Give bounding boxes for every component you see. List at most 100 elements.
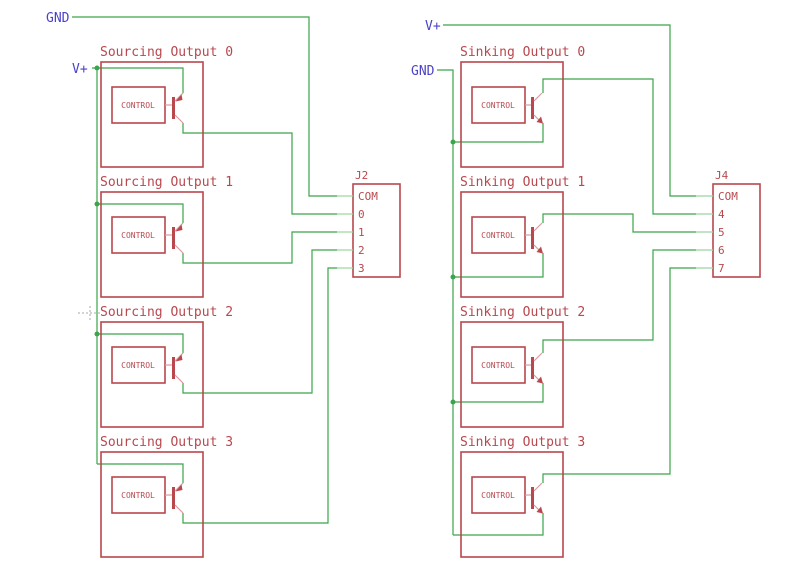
emitter-lead bbox=[174, 222, 184, 232]
collector-lead bbox=[174, 244, 184, 254]
connector-ref: J4 bbox=[715, 169, 729, 182]
block-title: Sinking Output 1 bbox=[460, 175, 585, 190]
control-label: CONTROL bbox=[121, 231, 155, 240]
wire-sinking0-to-j4-pin4 bbox=[542, 78, 696, 215]
crosshair-artifact bbox=[78, 306, 102, 320]
pin-label-3: 3 bbox=[358, 262, 365, 275]
block-title: Sinking Output 0 bbox=[460, 45, 585, 60]
pin-label-7: 7 bbox=[718, 262, 725, 275]
pin-label-5: 5 bbox=[718, 226, 725, 239]
pnp-transistor bbox=[165, 482, 184, 514]
control-label: CONTROL bbox=[481, 491, 515, 500]
pin-label-6: 6 bbox=[718, 244, 725, 257]
collector-lead bbox=[533, 352, 543, 362]
transistor-bar bbox=[531, 97, 534, 119]
emitter-arrow bbox=[175, 94, 183, 102]
wire-sinking2-to-j4-pin6 bbox=[542, 249, 696, 353]
sourcing-block-2: Sourcing Output 2 CONTROL bbox=[100, 305, 233, 428]
transistor-bar bbox=[531, 357, 534, 379]
control-label: CONTROL bbox=[481, 361, 515, 370]
wire-sourcing0-to-j2-pin0 bbox=[182, 123, 337, 215]
sinking-block-1: Sinking Output 1 CONTROL bbox=[460, 175, 585, 298]
net-label-gnd-left: GND bbox=[46, 11, 70, 26]
wire-vplus-entry-sourcing1 bbox=[97, 203, 184, 223]
collector-lead bbox=[174, 114, 184, 124]
block-outline bbox=[460, 61, 564, 168]
emitter-arrow bbox=[536, 246, 543, 254]
connector-ref: J2 bbox=[355, 169, 368, 182]
block-title: Sinking Output 2 bbox=[460, 305, 585, 320]
connector-outline bbox=[352, 183, 401, 278]
emitter-lead bbox=[174, 482, 184, 492]
wire-gnd-vertical-rail bbox=[437, 69, 454, 535]
wire-sourcing2-to-j2-pin2 bbox=[182, 249, 337, 394]
net-label-vplus-right: V+ bbox=[425, 19, 441, 34]
block-outline bbox=[100, 321, 204, 428]
wire-vplus-entry-sourcing3 bbox=[97, 463, 184, 483]
emitter-arrow bbox=[536, 116, 543, 124]
block-title: Sourcing Output 2 bbox=[100, 305, 233, 320]
emitter-arrow bbox=[175, 224, 183, 232]
net-label-gnd-right: GND bbox=[411, 64, 435, 79]
junction-dot bbox=[450, 274, 456, 280]
connector-j4: J4 COM 4 5 6 7 bbox=[696, 169, 761, 278]
connector-j2: J2 COM 0 1 2 3 bbox=[337, 169, 401, 278]
pin-label-com: COM bbox=[358, 190, 378, 203]
block-title: Sinking Output 3 bbox=[460, 435, 585, 450]
control-label: CONTROL bbox=[481, 101, 515, 110]
block-outline bbox=[460, 191, 564, 298]
pin-label-1: 1 bbox=[358, 226, 365, 239]
transistor-bar bbox=[531, 227, 534, 249]
pnp-transistor bbox=[165, 352, 184, 384]
block-title: Sourcing Output 0 bbox=[100, 45, 233, 60]
block-outline bbox=[100, 451, 204, 558]
npn-transistor bbox=[525, 92, 543, 124]
junction-dot bbox=[94, 65, 100, 71]
sourcing-block-0: Sourcing Output 0 CONTROL bbox=[100, 45, 233, 168]
wire-gnd-entry-sinking2 bbox=[453, 383, 544, 403]
control-label: CONTROL bbox=[121, 361, 155, 370]
control-label: CONTROL bbox=[481, 231, 515, 240]
npn-transistor bbox=[525, 352, 543, 384]
wire-gnd-entry-sinking0 bbox=[453, 123, 544, 143]
junction-dot bbox=[94, 331, 100, 337]
emitter-arrow bbox=[536, 376, 543, 384]
wire-sourcing1-to-j2-pin1 bbox=[182, 231, 337, 264]
wire-vplus-entry-sourcing2 bbox=[97, 333, 184, 353]
pnp-transistor bbox=[165, 92, 184, 124]
collector-lead bbox=[533, 222, 543, 232]
transistor-bar bbox=[172, 227, 175, 249]
sinking-block-0: Sinking Output 0 CONTROL bbox=[460, 45, 585, 168]
emitter-lead bbox=[174, 352, 184, 362]
transistor-bar bbox=[531, 487, 534, 509]
emitter-arrow bbox=[175, 354, 183, 362]
collector-lead bbox=[174, 374, 184, 384]
junction-dot bbox=[450, 399, 456, 405]
sourcing-block-3: Sourcing Output 3 CONTROL bbox=[100, 435, 233, 558]
sinking-block-3: Sinking Output 3 CONTROL bbox=[460, 435, 585, 558]
wire-vplus-entry-sourcing0 bbox=[92, 67, 184, 93]
collector-lead bbox=[174, 504, 184, 514]
pin-label-0: 0 bbox=[358, 208, 365, 221]
pin-label-2: 2 bbox=[358, 244, 365, 257]
wire-gnd-entry-sinking3 bbox=[453, 513, 544, 536]
wire-sinking1-to-j4-pin5 bbox=[542, 213, 696, 233]
transistor-bar bbox=[172, 487, 175, 509]
net-label-vplus-left: V+ bbox=[72, 62, 88, 77]
junction-dot bbox=[94, 201, 100, 207]
collector-lead bbox=[533, 482, 543, 492]
transistor-bar bbox=[172, 357, 175, 379]
wire-gnd-entry-sinking1 bbox=[453, 253, 544, 278]
emitter-arrow bbox=[536, 506, 543, 514]
wire-sinking3-to-j4-pin7 bbox=[542, 267, 696, 483]
transistor-bar bbox=[172, 97, 175, 119]
npn-transistor bbox=[525, 222, 543, 254]
block-outline bbox=[100, 191, 204, 298]
wire-vplus-right-to-j4-com bbox=[443, 24, 696, 197]
collector-lead bbox=[533, 92, 543, 102]
pnp-transistor bbox=[165, 222, 184, 254]
block-outline bbox=[100, 61, 204, 168]
control-label: CONTROL bbox=[121, 101, 155, 110]
